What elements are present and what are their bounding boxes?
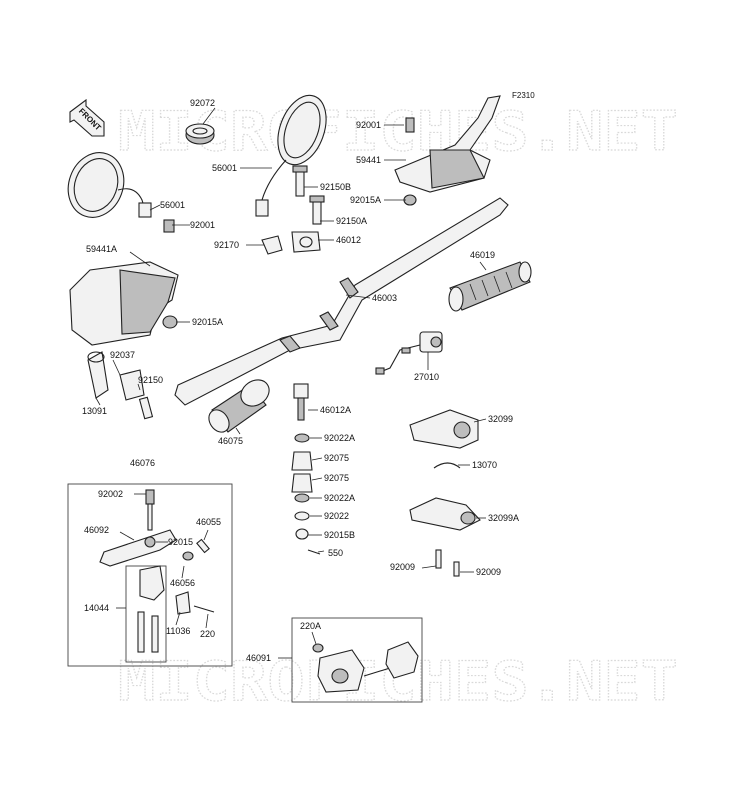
housing-32099a-drawing [409,497,481,577]
steering-stack-drawing [291,383,321,555]
figure-code: F2310 [512,91,535,100]
label-46076: 46076 [130,458,155,468]
label-92022A-1: 92022A [324,433,355,443]
label-220: 220 [200,629,215,639]
collar-92072-drawing [185,123,215,145]
label-92009-left: 92009 [390,562,415,572]
left-handguard-drawing [69,219,179,346]
label-13091: 13091 [82,406,107,416]
label-46056: 46056 [170,578,195,588]
clutch-lever-drawing [99,489,215,653]
label-92001-top: 92001 [356,120,381,130]
label-92022A-2: 92022A [324,493,355,503]
lever-bracket-box [125,565,167,663]
label-92015A-left: 92015A [192,317,223,327]
label-46091: 46091 [246,653,271,663]
label-46012A: 46012A [320,405,351,415]
label-92072: 92072 [190,98,215,108]
leader-lines [95,107,487,659]
label-56001-right: 56001 [212,163,237,173]
label-92015A-top: 92015A [350,195,381,205]
label-46092: 46092 [84,525,109,535]
label-46012: 46012 [336,235,361,245]
handlebar-drawing [174,197,509,406]
handlebar-holder-drawing [261,165,325,255]
switch-27010-drawing [375,331,443,375]
label-32099: 32099 [488,414,513,424]
label-92015B: 92015B [324,530,355,540]
left-mirror-drawing [67,152,152,218]
label-92002: 92002 [98,489,123,499]
clamp-13091-drawing [87,351,154,420]
label-46019: 46019 [470,250,495,260]
label-220A: 220A [300,621,321,631]
front-arrow-icon: FRONT [69,98,105,137]
part-labels: 92072 92001 56001 59441 92150B 92015A 56… [82,98,519,663]
label-32099A: 32099A [488,513,519,523]
right-mirror-drawing [255,94,327,217]
label-13070: 13070 [472,460,497,470]
label-56001-left: 56001 [160,200,185,210]
label-92009-right: 92009 [476,567,501,577]
left-grip-drawing [208,379,270,433]
label-550: 550 [328,548,343,558]
label-46075: 46075 [218,436,243,446]
label-92001-left: 92001 [190,220,215,230]
label-46055: 46055 [196,517,221,527]
left-switch-drawing [312,641,419,693]
label-92022: 92022 [324,511,349,521]
label-59441: 59441 [356,155,381,165]
label-92075-2: 92075 [324,473,349,483]
label-59441A: 59441A [86,244,117,254]
switch-assembly-box [291,617,423,703]
cable-13070-drawing [433,462,461,469]
housing-32099-drawing [409,409,479,449]
label-92150A: 92150A [336,216,367,226]
lever-assembly-box [67,483,233,667]
label-92150: 92150 [138,375,163,385]
label-92170: 92170 [214,240,239,250]
label-92150B: 92150B [320,182,351,192]
label-92075-1: 92075 [324,453,349,463]
right-grip-drawing [448,261,532,312]
label-14044: 14044 [84,603,109,613]
label-27010: 27010 [414,372,439,382]
label-92037: 92037 [110,350,135,360]
label-92015: 92015 [168,537,193,547]
label-11036: 11036 [166,626,190,636]
label-46003: 46003 [372,293,397,303]
